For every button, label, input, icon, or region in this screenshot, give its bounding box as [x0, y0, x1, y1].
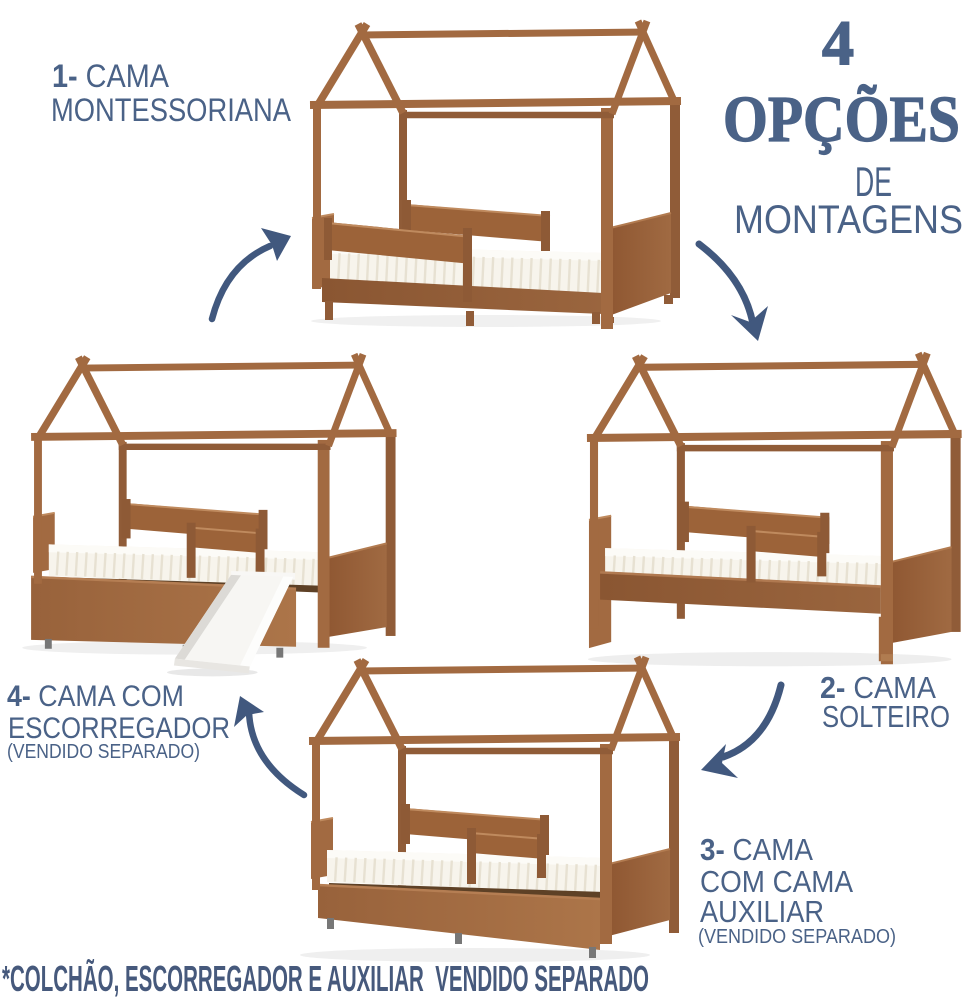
svg-text:4- CAMA COM: 4- CAMA COM — [7, 680, 184, 713]
svg-text:ESCORREGADOR: ESCORREGADOR — [8, 712, 230, 745]
svg-text:(VENDIDO SEPARADO): (VENDIDO SEPARADO) — [698, 926, 896, 948]
svg-text:4: 4 — [822, 7, 854, 78]
svg-text:MONTESSORIANA: MONTESSORIANA — [51, 92, 292, 128]
svg-text:2- CAMA: 2- CAMA — [820, 670, 936, 705]
svg-text:AUXILIAR: AUXILIAR — [700, 894, 824, 929]
svg-text:(VENDIDO SEPARADO): (VENDIDO SEPARADO) — [7, 741, 200, 763]
svg-text:OPÇÕES: OPÇÕES — [723, 83, 960, 156]
svg-text:SOLTEIRO: SOLTEIRO — [822, 699, 950, 734]
svg-text:COM CAMA: COM CAMA — [700, 864, 853, 899]
svg-text:DE: DE — [855, 158, 892, 205]
svg-text:*COLCHÃO, ESCORREGADOR E AUXIL: *COLCHÃO, ESCORREGADOR E AUXILIAR VENDID… — [2, 957, 649, 999]
svg-text:MONTAGENS: MONTAGENS — [734, 198, 963, 242]
svg-text:1- CAMA: 1- CAMA — [52, 58, 170, 94]
svg-text:3- CAMA: 3- CAMA — [700, 832, 813, 867]
